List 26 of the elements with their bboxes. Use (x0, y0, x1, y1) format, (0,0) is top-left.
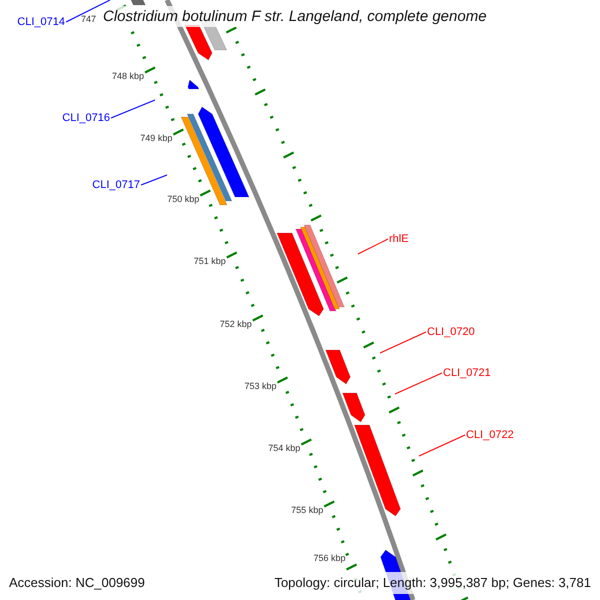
gene-label: CLI_0721 (443, 367, 491, 379)
scale-label: 756 kbp (314, 553, 346, 563)
leader-line (140, 174, 168, 186)
leader-line (380, 332, 426, 354)
genome-info-text: Topology: circular; Length: 3,995,387 bp; Genes: 3,781 (274, 575, 591, 590)
leader-line (418, 434, 466, 456)
gene-label: CLI_0714 (17, 16, 65, 28)
gene-label: CLI_0722 (466, 429, 514, 441)
gene-label: CLI_0716 (62, 112, 110, 124)
leader-line (394, 372, 442, 394)
scale-label: 750 kbp (167, 194, 200, 204)
leader-line (66, 0, 110, 22)
scale-label: 754 kbp (268, 443, 300, 453)
scale-label: 751 kbp (194, 256, 226, 266)
accession-text: Accession: NC_009699 (9, 575, 145, 590)
scale-label: 753 kbp (244, 381, 277, 391)
scale-label: 752 kbp (220, 319, 252, 329)
gene-label: rhlE (389, 233, 409, 245)
scale-label: 747 (80, 14, 96, 24)
scale-label: 755 kbp (291, 505, 324, 515)
leader-line (110, 100, 156, 118)
gene-label: CLI_0720 (427, 326, 475, 338)
gene-label: CLI_0717 (92, 179, 140, 191)
leader-line (358, 238, 388, 254)
scale-label: 749 kbp (140, 133, 172, 143)
scale-label: 748 kbp (112, 71, 144, 81)
